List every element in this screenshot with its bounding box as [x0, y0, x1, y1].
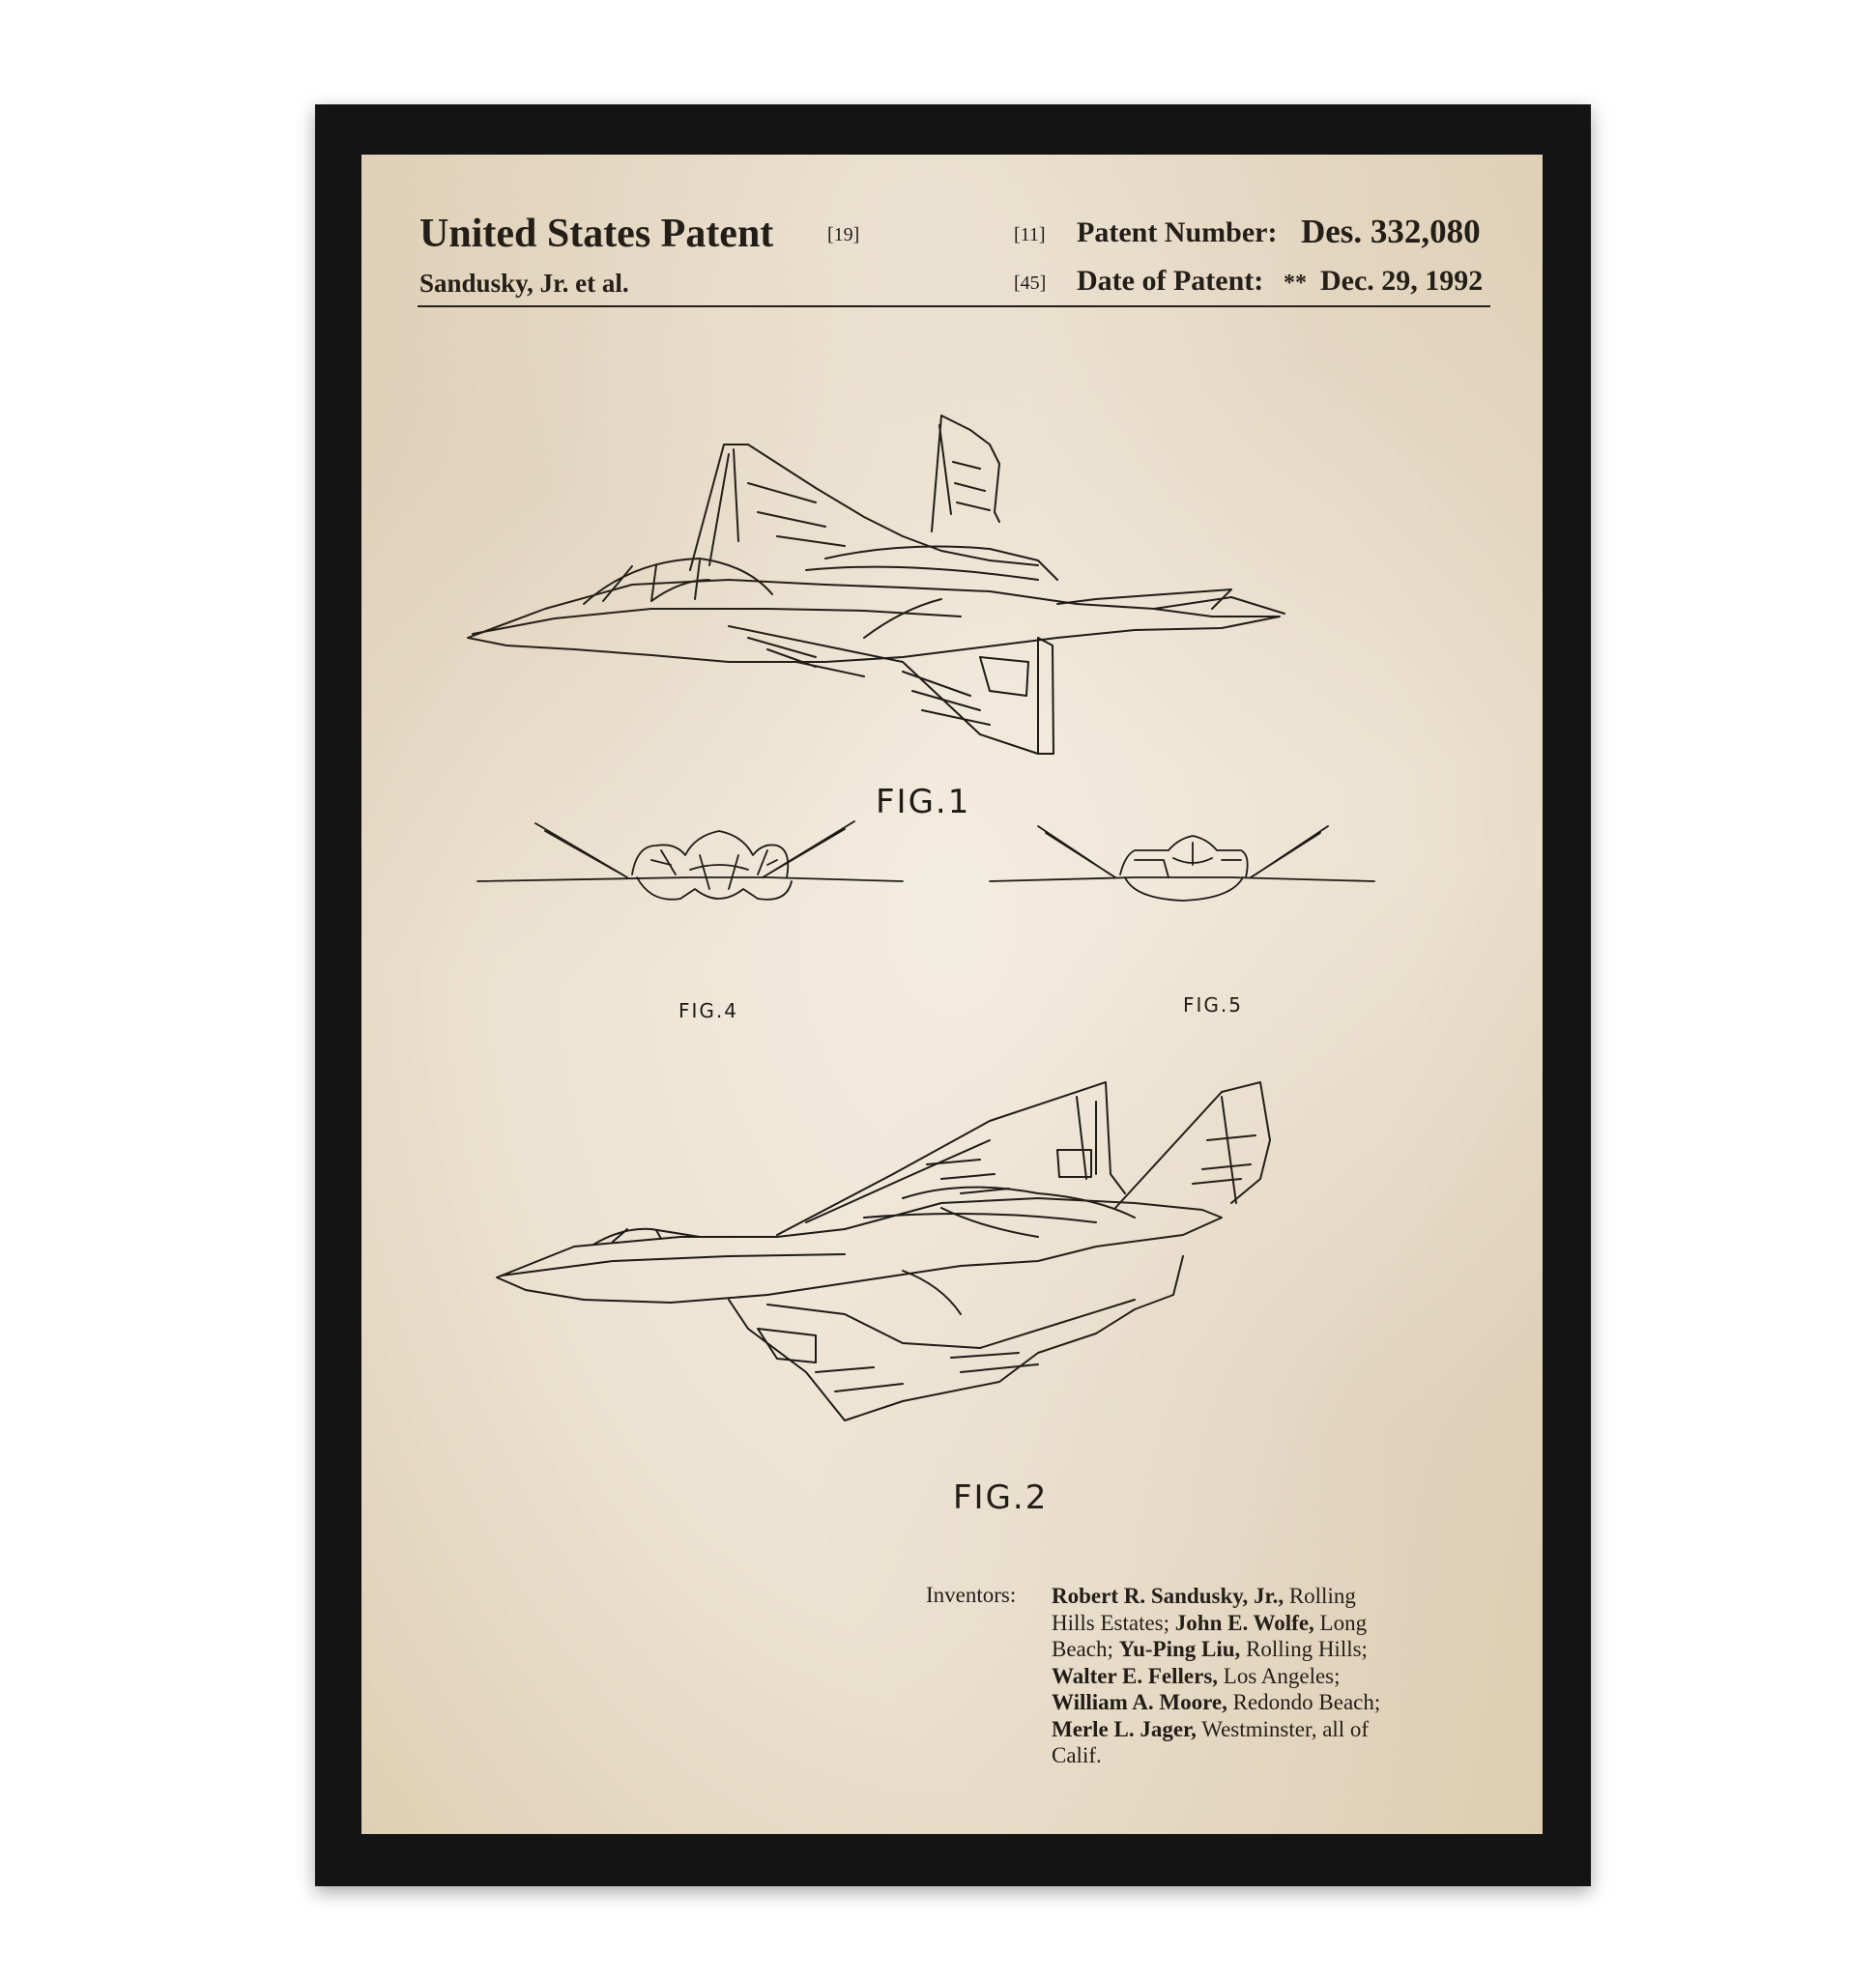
jet-drawing-fig4: [477, 821, 903, 900]
inventor-line: Hills Estates; John E. Wolfe, Long: [1052, 1610, 1477, 1637]
inventor-line: Merle L. Jager, Westminster, all of: [1052, 1716, 1477, 1743]
figure-label-5: FIG.5: [1183, 993, 1243, 1017]
patent-sheet: United States Patent [19] Sandusky, Jr. …: [361, 155, 1543, 1834]
jet-drawing-fig5: [990, 826, 1374, 901]
inventors-list: Robert R. Sandusky, Jr., Rolling Hills E…: [1052, 1583, 1477, 1769]
inventor-line: Beach; Yu-Ping Liu, Rolling Hills;: [1052, 1636, 1477, 1663]
figure-label-2: FIG.2: [953, 1478, 1048, 1517]
inventor-line: William A. Moore, Redondo Beach;: [1052, 1689, 1477, 1716]
inventor-line: Calif.: [1052, 1742, 1477, 1769]
figure-label-4: FIG.4: [678, 999, 738, 1022]
inventor-line: Robert R. Sandusky, Jr., Rolling: [1052, 1583, 1477, 1610]
jet-drawing-fig2: [497, 1082, 1270, 1420]
inventor-line: Walter E. Fellers, Los Angeles;: [1052, 1663, 1477, 1690]
jet-drawing-fig1: [468, 416, 1284, 754]
inventors-label: Inventors:: [926, 1583, 1016, 1608]
figure-label-1: FIG.1: [876, 783, 970, 821]
